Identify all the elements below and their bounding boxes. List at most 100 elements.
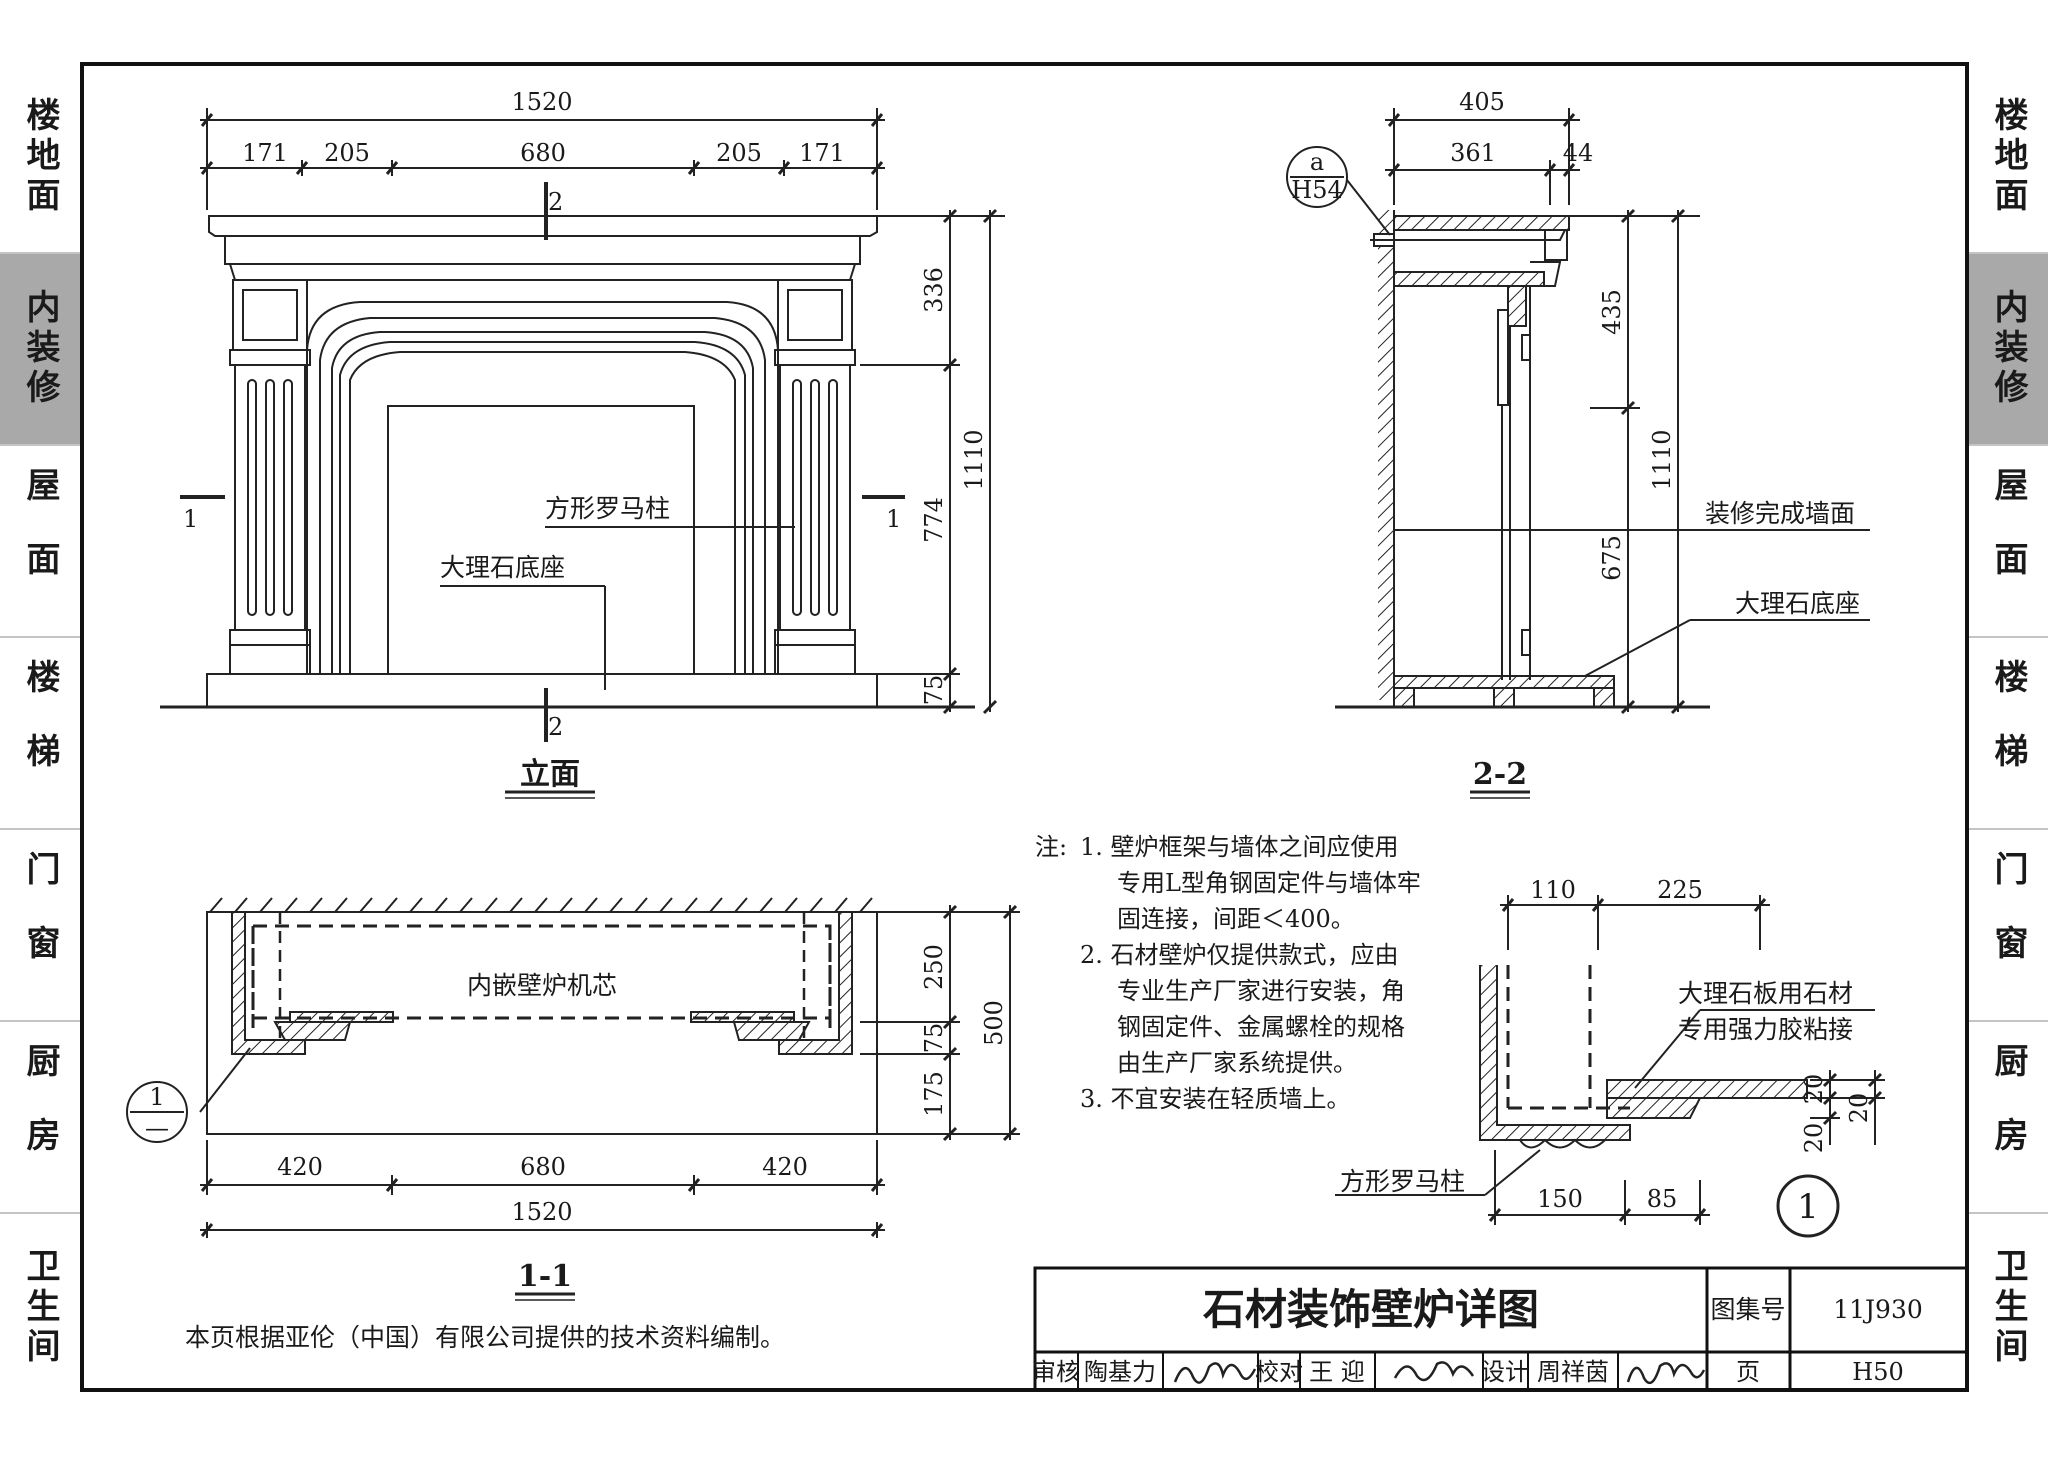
ref-symbol-top: a (1310, 148, 1324, 176)
sidebar-tab-doors[interactable]: 门窗 (0, 830, 80, 1022)
label-detail-column: 方形罗马柱 (1340, 1167, 1465, 1196)
dim-section11-lower: 175 (920, 1071, 948, 1117)
detail-number: 1 (1797, 1187, 1819, 1227)
sidebar-tab-roof[interactable]: 屋面 (0, 446, 80, 638)
sidebar-tab-interior[interactable]: 内装修 (0, 254, 80, 446)
dim-section22-lower: 675 (1598, 535, 1626, 581)
elevation-dimension-lines (200, 108, 1005, 715)
elevation-view (160, 182, 975, 742)
note-line: 专业生产厂家进行安装，角 (1117, 977, 1405, 1005)
detail-number-badge (1776, 1174, 1840, 1238)
left-sidebar: 楼地面 内装修 屋面 楼梯 门窗 厨房 卫生间 (0, 62, 80, 1402)
note-line: 钢固定件、金属螺栓的规格 (1117, 1013, 1405, 1041)
sidebar-tab-label: 内装修 (1988, 289, 2028, 409)
section11-view (199, 897, 1020, 1238)
dim-section11-total: 1520 (511, 1198, 572, 1226)
section-mark-top: 2 (548, 188, 563, 216)
dim-section11-seg3: 420 (762, 1153, 808, 1181)
dim-section11-seg2: 680 (520, 1153, 566, 1181)
dim-section22-seg2: 44 (1563, 139, 1594, 167)
section22-view (1335, 108, 1870, 715)
section-mark-left: 1 (183, 505, 198, 533)
note-line: 由生产厂家系统提供。 (1117, 1049, 1357, 1077)
drawing-title: 石材装饰壁炉详图 (1203, 1285, 1539, 1334)
review-label: 审核 (1032, 1358, 1080, 1386)
checker-signature (1393, 1361, 1475, 1382)
sidebar-tab-kitchen[interactable]: 厨房 (0, 1022, 80, 1214)
dim-elevation-seg3: 680 (520, 139, 566, 167)
dim-section11-depth: 500 (980, 1000, 1008, 1046)
sidebar-tab-label: 门窗 (20, 851, 60, 999)
check-label: 校对 (1255, 1358, 1303, 1386)
sidebar-tab-floor[interactable]: 楼地面 (1968, 62, 2048, 254)
note-line: 2. 石材壁炉仅提供款式，应由 (1080, 941, 1399, 969)
footer-note: 本页根据亚伦（中国）有限公司提供的技术资料编制。 (185, 1323, 785, 1352)
dim-elevation-upper: 336 (920, 267, 948, 313)
sidebar-tab-kitchen[interactable]: 厨房 (1968, 1022, 2048, 1214)
sidebar-tab-label: 楼梯 (1988, 659, 2028, 807)
right-sidebar: 楼地面 内装修 屋面 楼梯 门窗 厨房 卫生间 (1968, 62, 2048, 1402)
sidebar-tab-roof[interactable]: 屋面 (1968, 446, 2048, 638)
dim-section22-seg1: 361 (1450, 139, 1496, 167)
designer-signature (1626, 1362, 1706, 1385)
dim-elevation-middle: 774 (920, 497, 948, 543)
label-plinth: 大理石底座 (440, 553, 565, 582)
sidebar-tab-label: 厨房 (20, 1043, 60, 1191)
sidebar-tab-stairs[interactable]: 楼梯 (0, 638, 80, 830)
notes-prefix: 注: (1035, 833, 1067, 861)
page-value: H50 (1852, 1358, 1903, 1386)
dim-detail-seg4: 85 (1647, 1185, 1678, 1213)
dim-elevation-seg2: 205 (324, 139, 370, 167)
ref-detail-top: 1 (149, 1083, 164, 1111)
section-mark-bottom: 2 (548, 713, 563, 741)
sidebar-tab-label: 内装修 (20, 289, 60, 409)
section-mark-right: 1 (886, 505, 901, 533)
sidebar-tab-bathroom[interactable]: 卫生间 (1968, 1214, 2048, 1402)
sidebar-tab-label: 卫生间 (1988, 1248, 2028, 1368)
note-line: 3. 不宜安装在轻质墙上。 (1080, 1085, 1351, 1113)
sidebar-tab-label: 屋面 (1988, 467, 2028, 615)
dim-elevation-seg4: 205 (716, 139, 762, 167)
note-line: 固连接，间距＜400。 (1117, 905, 1355, 933)
dim-detail-b: 20 (1800, 1123, 1828, 1154)
dim-elevation-total: 1520 (511, 88, 572, 116)
dim-detail-a: 20 (1800, 1074, 1828, 1105)
label-insert: 内嵌壁炉机芯 (467, 971, 617, 1000)
ref-detail-bottom: — (145, 1114, 169, 1142)
drawing-frame (80, 62, 1969, 1392)
dim-section22-total: 405 (1459, 88, 1505, 116)
page-label: 页 (1736, 1358, 1760, 1386)
dim-section22-height: 1110 (1648, 429, 1676, 490)
dim-elevation-seg1: 171 (242, 139, 288, 167)
label-plinth-22: 大理石底座 (1735, 589, 1860, 618)
ref-symbol-bottom: H54 (1291, 176, 1342, 204)
elevation-title: 立面 (520, 757, 580, 792)
sidebar-tab-stairs[interactable]: 楼梯 (1968, 638, 2048, 830)
sidebar-tab-label: 厨房 (1988, 1043, 2028, 1191)
note-line: 1. 壁炉框架与墙体之间应使用 (1080, 833, 1399, 861)
dim-section22-upper: 435 (1598, 289, 1626, 335)
section22-title: 2-2 (1473, 757, 1527, 792)
note-line: 专用L型角钢固定件与墙体牢 (1117, 869, 1421, 897)
dim-section11-middle: 75 (920, 1023, 948, 1054)
dim-elevation-height: 1110 (960, 429, 988, 490)
sidebar-tab-label: 楼梯 (20, 659, 60, 807)
sidebar-tab-bathroom[interactable]: 卫生间 (0, 1214, 80, 1402)
design-label: 设计 (1481, 1358, 1529, 1386)
sidebar-tab-doors[interactable]: 门窗 (1968, 830, 2048, 1022)
sidebar-tab-interior[interactable]: 内装修 (1968, 254, 2048, 446)
label-finished-wall: 装修完成墙面 (1705, 499, 1855, 528)
dim-elevation-base: 75 (920, 675, 948, 706)
dim-section11-seg1: 420 (277, 1153, 323, 1181)
reviewer-signature (1173, 1362, 1257, 1384)
dim-detail-seg1: 110 (1530, 876, 1576, 904)
sidebar-tab-label: 门窗 (1988, 851, 2028, 999)
checker-name: 王 迎 (1309, 1358, 1365, 1386)
label-column: 方形罗马柱 (545, 494, 670, 523)
sidebar-tab-floor[interactable]: 楼地面 (0, 62, 80, 254)
dim-detail-seg2: 225 (1657, 876, 1703, 904)
atlas-value: 11J930 (1833, 1295, 1923, 1324)
sidebar-tab-label: 楼地面 (1988, 97, 2028, 217)
section11-title: 1-1 (518, 1259, 572, 1294)
